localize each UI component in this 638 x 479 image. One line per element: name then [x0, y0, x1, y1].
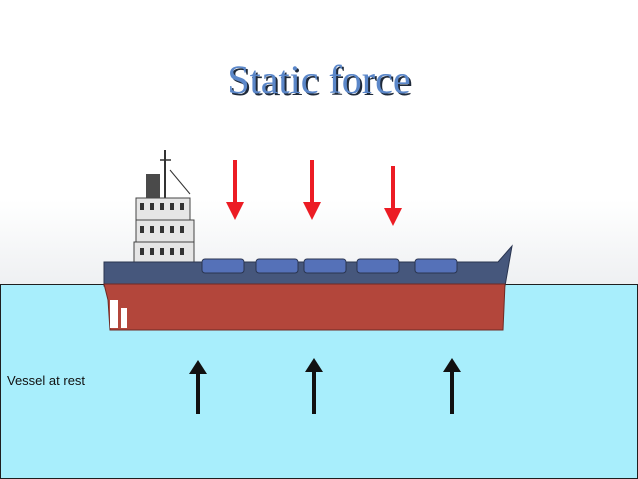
red-down-arrow-icon — [226, 160, 244, 220]
hatch-cover — [255, 258, 299, 274]
black-up-arrow-icon — [443, 358, 461, 414]
red-down-arrow-icon — [303, 160, 321, 220]
ship-mast — [160, 150, 191, 200]
vessel-caption: Vessel at rest — [7, 373, 86, 388]
slide-title: Static force — [227, 57, 411, 102]
hatch-cover — [201, 258, 245, 274]
cargo-hatch-covers — [201, 258, 458, 274]
ship-rudder — [110, 300, 118, 328]
black-up-arrow-icon — [305, 358, 323, 414]
red-down-arrow-icon — [384, 166, 402, 226]
hatch-cover — [356, 258, 400, 274]
ship-superstructure — [133, 197, 195, 265]
ship-propeller — [121, 308, 127, 328]
ship-lower-hull — [103, 283, 506, 331]
hatch-cover — [303, 258, 347, 274]
black-up-arrow-icon — [189, 360, 207, 414]
ship-funnel — [146, 174, 160, 198]
hatch-cover — [414, 258, 458, 274]
